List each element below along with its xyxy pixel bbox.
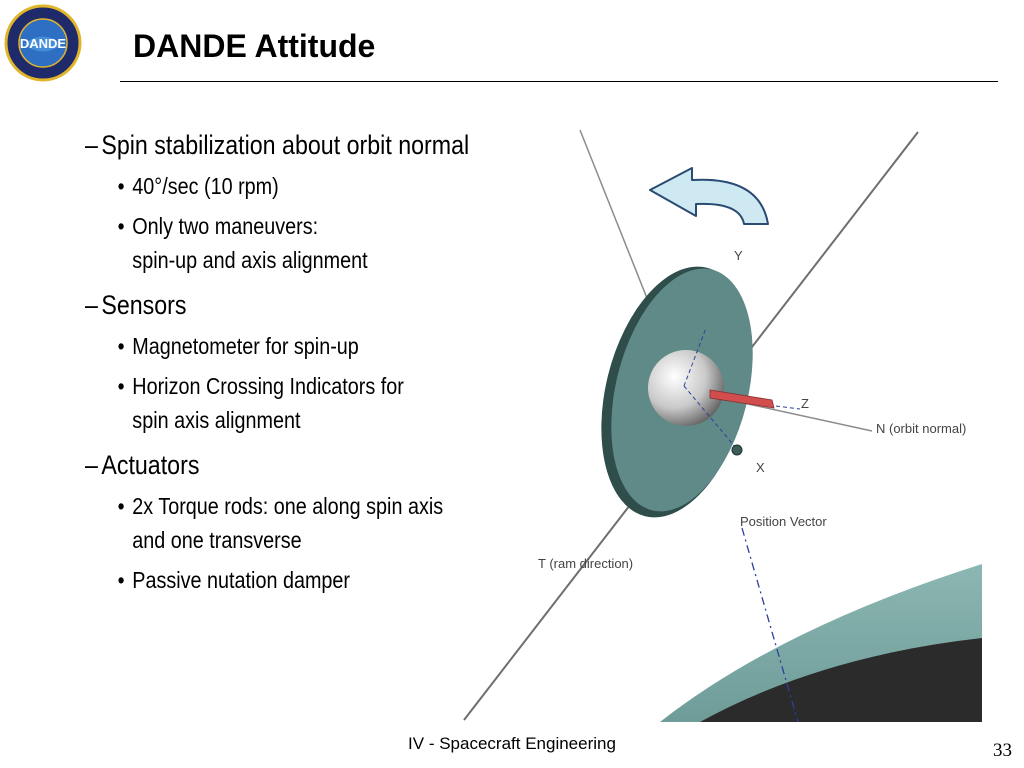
sub-bullet: •40°/sec (10 rpm) bbox=[117, 173, 279, 199]
torque-rod bbox=[709, 389, 775, 409]
sub-bullet-text-cont: spin axis alignment bbox=[132, 407, 301, 433]
sub-bullet: •Only two maneuvers:spin-up and axis ali… bbox=[117, 213, 368, 273]
logo-name-text: DANDE bbox=[20, 36, 67, 51]
bullet-spin-stabilization: –Spin stabilization about orbit normal bbox=[85, 130, 470, 160]
sub-bullet-text: Horizon Crossing Indicators for bbox=[132, 373, 404, 399]
sub-bullet-text-cont: spin-up and axis alignment bbox=[132, 247, 368, 273]
orbit-normal-label: N (orbit normal) bbox=[876, 421, 966, 436]
spin-direction-arrow bbox=[649, 167, 769, 225]
dande-logo: DANDE bbox=[4, 4, 82, 82]
title-divider bbox=[120, 81, 998, 82]
bullet-sensors: –Sensors bbox=[85, 290, 187, 320]
dande-logo-graphic: DANDE bbox=[4, 4, 82, 82]
bullet-text: Actuators bbox=[101, 450, 200, 480]
sub-bullet-text: Only two maneuvers: bbox=[132, 213, 319, 239]
nutation-damper bbox=[731, 444, 743, 456]
sub-bullet-text: 2x Torque rods: one along spin axis bbox=[132, 493, 444, 519]
z-axis-label: Z bbox=[801, 396, 809, 411]
y-axis-label: Y bbox=[734, 248, 743, 263]
earth-shadow bbox=[700, 638, 982, 722]
sub-bullet-text-cont: and one transverse bbox=[132, 527, 302, 553]
bullet-text: Sensors bbox=[101, 290, 187, 320]
page-number: 33 bbox=[993, 740, 1012, 761]
sub-bullet-text: Passive nutation damper bbox=[132, 567, 351, 593]
attitude-diagram-graphic: Y Z X N (orbit normal) Position Vector T… bbox=[463, 129, 982, 723]
sub-bullet-text: 40°/sec (10 rpm) bbox=[132, 173, 279, 199]
position-vector-label: Position Vector bbox=[740, 514, 827, 529]
slide-title: DANDE Attitude bbox=[133, 28, 376, 64]
slide-footer: IV - Spacecraft Engineering bbox=[408, 734, 616, 753]
attitude-diagram: Y Z X N (orbit normal) Position Vector T… bbox=[460, 128, 982, 723]
internal-y-axis bbox=[683, 327, 707, 387]
sub-bullet: •Magnetometer for spin-up bbox=[117, 333, 359, 359]
ram-direction-label: T (ram direction) bbox=[538, 556, 633, 571]
bullet-actuators: –Actuators bbox=[85, 450, 200, 480]
bullet-list: –Spin stabilization about orbit normal •… bbox=[85, 128, 560, 597]
z-axis-dash bbox=[775, 405, 801, 410]
position-vector-line bbox=[741, 527, 799, 723]
bullet-text: Spin stabilization about orbit normal bbox=[101, 130, 470, 160]
sub-bullet-text: Magnetometer for spin-up bbox=[132, 333, 359, 359]
x-axis-label: X bbox=[756, 460, 765, 475]
sub-bullet: •Passive nutation damper bbox=[117, 567, 351, 593]
